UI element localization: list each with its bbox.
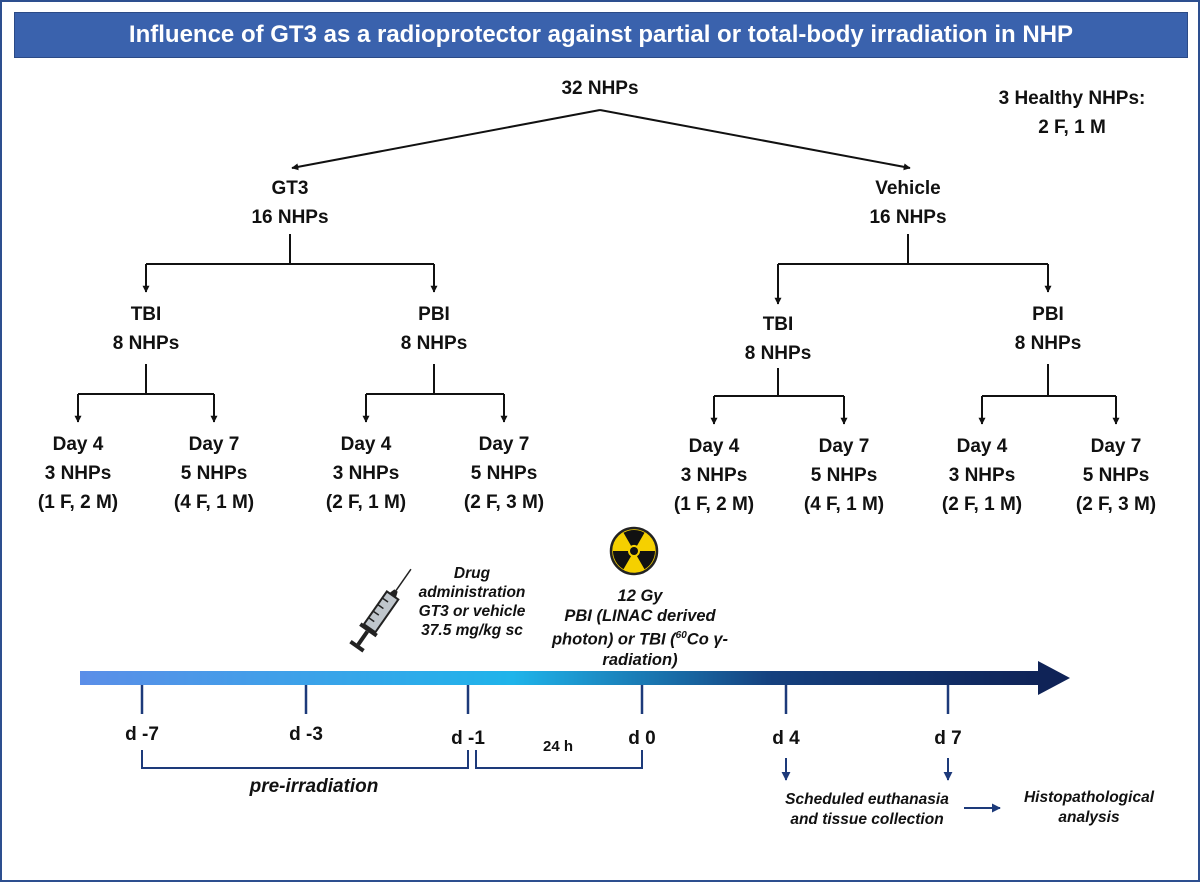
timepoint-d7: d 7 [934, 728, 962, 749]
leaf-sex: (2 F, 3 M) [1075, 494, 1157, 515]
radiation-note-line3-post: Co γ- [686, 630, 729, 649]
healthy-node: 3 Healthy NHPs: 2 F, 1 M [999, 84, 1146, 142]
euthanasia-line2: and tissue collection [790, 811, 944, 828]
leaf-count: 5 NHPs [470, 463, 538, 484]
arm-label: TBI [762, 314, 794, 335]
histo-line2: analysis [1058, 809, 1120, 826]
leaf-day: Day 4 [340, 434, 392, 455]
syringe-icon [349, 568, 412, 653]
gt3-pbi-connector [362, 364, 508, 423]
drug-note-line3: GT3 or vehicle [418, 603, 526, 620]
leaf-sex: (1 F, 2 M) [673, 494, 755, 515]
interval-24h-bracket [475, 750, 643, 769]
leaf-sex: (4 F, 1 M) [803, 494, 885, 515]
leaf-count: 3 NHPs [680, 465, 748, 486]
leaf-count: 3 NHPs [44, 463, 112, 484]
leaf-sex: (4 F, 1 M) [173, 492, 255, 513]
arm-label: TBI [130, 304, 162, 325]
leaf-veh-tbi-day7: Day 7 5 NHPs (4 F, 1 M) [804, 432, 884, 519]
vehicle-branch-connector [774, 234, 1052, 305]
gt3-group-count: 16 NHPs [251, 207, 329, 228]
timeline-ticks [140, 685, 950, 714]
radiation-note-line3: photon) or TBI (60Co γ- [542, 626, 738, 650]
leaf-count: 5 NHPs [1082, 465, 1150, 486]
leaf-day: Day 7 [478, 434, 530, 455]
radiation-note-line4: radiation) [602, 650, 678, 669]
leaf-veh-tbi-day4: Day 4 3 NHPs (1 F, 2 M) [674, 432, 754, 519]
timeline-arrow [80, 661, 1070, 695]
veh-tbi-connector [710, 368, 848, 425]
pre-irradiation-label: pre-irradiation [249, 776, 379, 797]
radiation-note-line2: PBI (LINAC derived [564, 607, 716, 625]
leaf-day: Day 7 [1090, 436, 1142, 457]
gt3-group-node: GT3 16 NHPs [251, 174, 328, 232]
leaf-veh-pbi-day4: Day 4 3 NHPs (2 F, 1 M) [942, 432, 1022, 519]
leaf-day: Day 7 [818, 436, 870, 457]
veh-pbi-node: PBI 8 NHPs [1015, 300, 1082, 358]
arm-label: PBI [418, 304, 450, 325]
radiation-dose-note: 12 Gy PBI (LINAC derived photon) or TBI … [542, 586, 738, 670]
healthy-line2: 2 F, 1 M [1038, 117, 1106, 138]
leaf-gt3-pbi-day7: Day 7 5 NHPs (2 F, 3 M) [464, 430, 544, 517]
leaf-sex: (2 F, 1 M) [325, 492, 407, 513]
leaf-gt3-tbi-day7: Day 7 5 NHPs (4 F, 1 M) [174, 430, 254, 517]
healthy-line1: 3 Healthy NHPs: [998, 88, 1146, 109]
pre-irradiation-bracket [141, 750, 469, 769]
leaf-veh-pbi-day7: Day 7 5 NHPs (2 F, 3 M) [1076, 432, 1156, 519]
arm-count: 8 NHPs [400, 333, 468, 354]
leaf-day: Day 7 [188, 434, 240, 455]
leaf-day: Day 4 [688, 436, 740, 457]
leaf-gt3-tbi-day4: Day 4 3 NHPs (1 F, 2 M) [38, 430, 118, 517]
leaf-gt3-pbi-day4: Day 4 3 NHPs (2 F, 1 M) [326, 430, 406, 517]
gt3-pbi-node: PBI 8 NHPs [401, 300, 468, 358]
drug-administration-note: Drug administration GT3 or vehicle 37.5 … [402, 564, 542, 640]
histo-line1: Histopathological [1023, 789, 1155, 806]
leaf-sex: (2 F, 3 M) [463, 492, 545, 513]
drug-note-line1: Drug [453, 565, 491, 582]
root-node: 32 NHPs [561, 78, 639, 99]
timepoint-d-minus7: d -7 [125, 724, 159, 745]
arm-count: 8 NHPs [1014, 333, 1082, 354]
interval-24h-label: 24 h [542, 738, 574, 755]
figure-title: Influence of GT3 as a radioprotector aga… [14, 12, 1188, 58]
radiation-note-isotope-superscript: 60 [675, 630, 687, 641]
gt3-branch-connector [142, 234, 438, 293]
drug-note-line2: administration [418, 584, 526, 601]
leaf-day: Day 4 [956, 436, 1008, 457]
leaf-count: 5 NHPs [810, 465, 878, 486]
histopathology-note: Histopathological analysis [1008, 788, 1170, 828]
arm-label: PBI [1032, 304, 1064, 325]
timepoint-d0: d 0 [628, 728, 656, 749]
leaf-sex: (2 F, 1 M) [941, 494, 1023, 515]
vehicle-group-node: Vehicle 16 NHPs [869, 174, 946, 232]
radiation-hazard-icon [609, 526, 659, 576]
radiation-note-line3-pre: photon) or TBI ( [551, 630, 676, 649]
arm-count: 8 NHPs [112, 333, 180, 354]
radiation-note-line1: 12 Gy [617, 587, 663, 605]
leaf-count: 5 NHPs [180, 463, 248, 484]
drug-note-line4: 37.5 mg/kg sc [421, 622, 523, 639]
vehicle-group-count: 16 NHPs [869, 207, 947, 228]
leaf-sex: (1 F, 2 M) [37, 492, 119, 513]
arm-count: 8 NHPs [744, 343, 812, 364]
timepoint-d4: d 4 [772, 728, 800, 749]
leaf-count: 3 NHPs [332, 463, 400, 484]
gt3-group-label: GT3 [271, 178, 309, 199]
veh-tbi-node: TBI 8 NHPs [745, 310, 812, 368]
leaf-count: 3 NHPs [948, 465, 1016, 486]
euthanasia-note: Scheduled euthanasia and tissue collecti… [772, 790, 962, 830]
gt3-tbi-connector [74, 364, 218, 423]
euthanasia-line1: Scheduled euthanasia [785, 791, 949, 808]
vehicle-group-label: Vehicle [875, 178, 941, 199]
timepoint-d-minus1: d -1 [451, 728, 485, 749]
outcome-arrows [781, 758, 1001, 813]
gt3-tbi-node: TBI 8 NHPs [113, 300, 180, 358]
veh-pbi-connector [978, 364, 1120, 425]
leaf-day: Day 4 [52, 434, 104, 455]
root-branch-arrows [291, 109, 911, 171]
timepoint-d-minus3: d -3 [289, 724, 323, 745]
